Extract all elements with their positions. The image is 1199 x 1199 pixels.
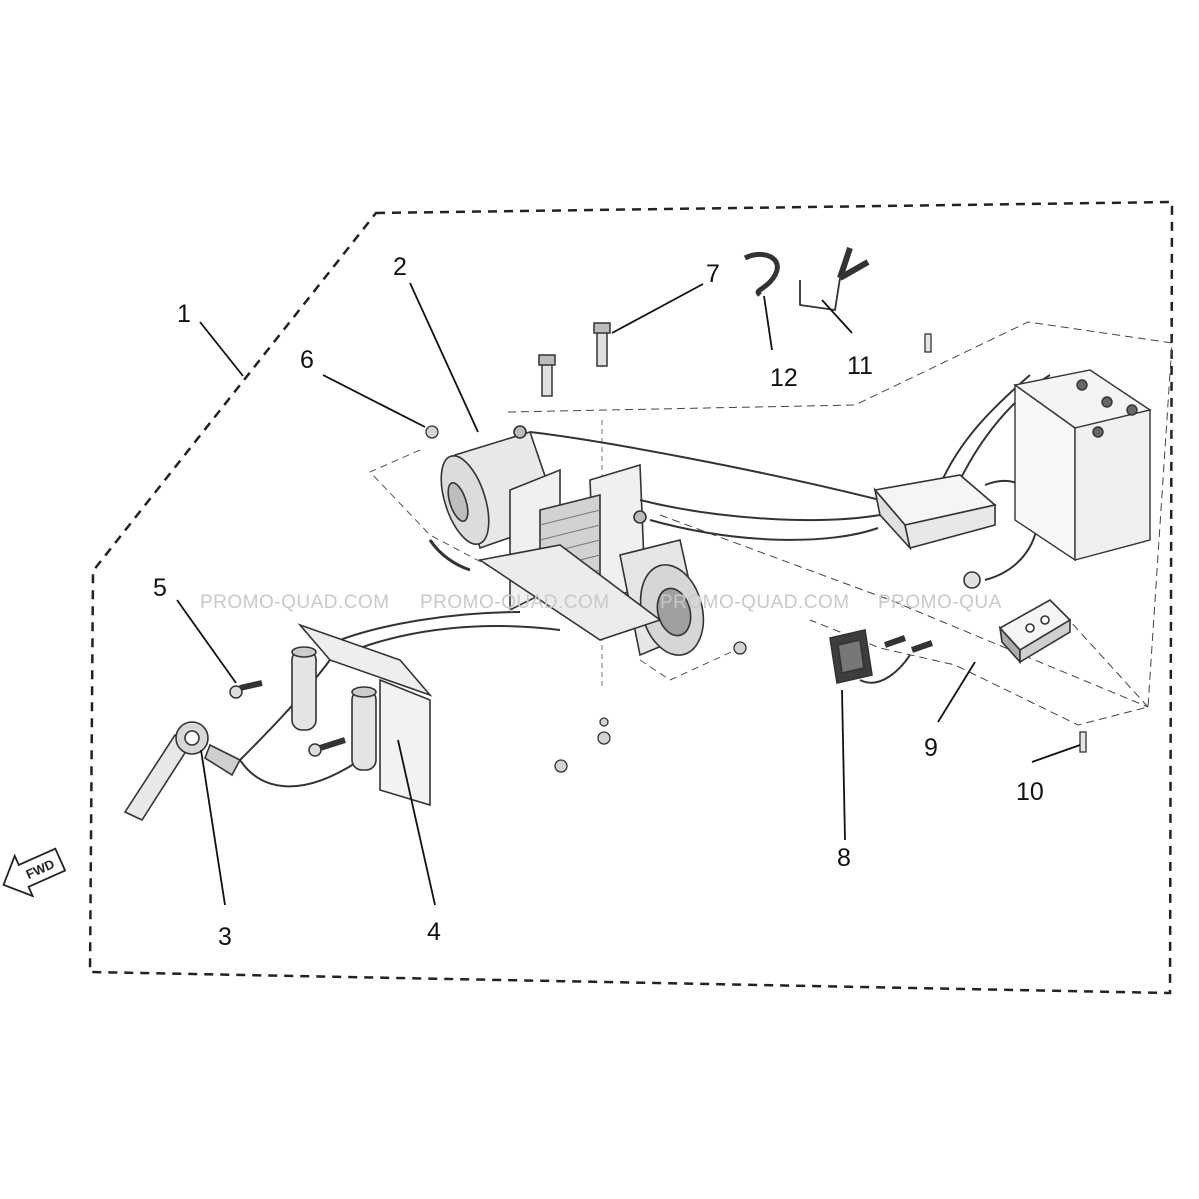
watermark: PROMO-QUAD.COM xyxy=(420,592,610,613)
winch xyxy=(428,425,705,657)
callout-12: 12 xyxy=(770,364,798,392)
remote-switch xyxy=(963,571,1072,665)
kit-boundary xyxy=(88,200,1174,995)
control-box xyxy=(873,474,997,551)
leader-lines xyxy=(176,282,1081,906)
callout-2: 2 xyxy=(393,253,407,281)
bolt-part-5 xyxy=(229,680,346,757)
callout-3: 3 xyxy=(218,923,232,951)
watermark: PROMO-QUA xyxy=(878,592,1002,613)
screw-part-10 xyxy=(924,333,1087,753)
callout-4: 4 xyxy=(427,918,441,946)
hook-and-strap xyxy=(123,721,242,822)
callout-10: 10 xyxy=(1016,778,1044,806)
winch-mount-guide xyxy=(369,449,501,573)
watermark: PROMO-QUAD.COM xyxy=(660,592,850,613)
callout-7: 7 xyxy=(706,260,720,288)
fwd-arrow-icon: FWD xyxy=(2,847,67,898)
wire-clip-part-12 xyxy=(743,251,780,297)
nuts-part-6 xyxy=(425,425,747,773)
callout-11: 11 xyxy=(847,352,873,380)
roller-fairlead xyxy=(291,623,433,807)
callout-6: 6 xyxy=(300,346,314,374)
bolt-part-7 xyxy=(538,322,611,397)
callout-1: 1 xyxy=(177,300,191,328)
callout-9: 9 xyxy=(924,734,938,762)
callout-8: 8 xyxy=(837,844,851,872)
watermark: PROMO-QUAD.COM xyxy=(200,592,390,613)
callout-5: 5 xyxy=(153,574,167,602)
battery xyxy=(1013,369,1152,562)
harness-group-inner-line xyxy=(659,514,1149,708)
rocker-switch xyxy=(829,629,933,684)
jumper-harness-part-11 xyxy=(799,247,870,312)
